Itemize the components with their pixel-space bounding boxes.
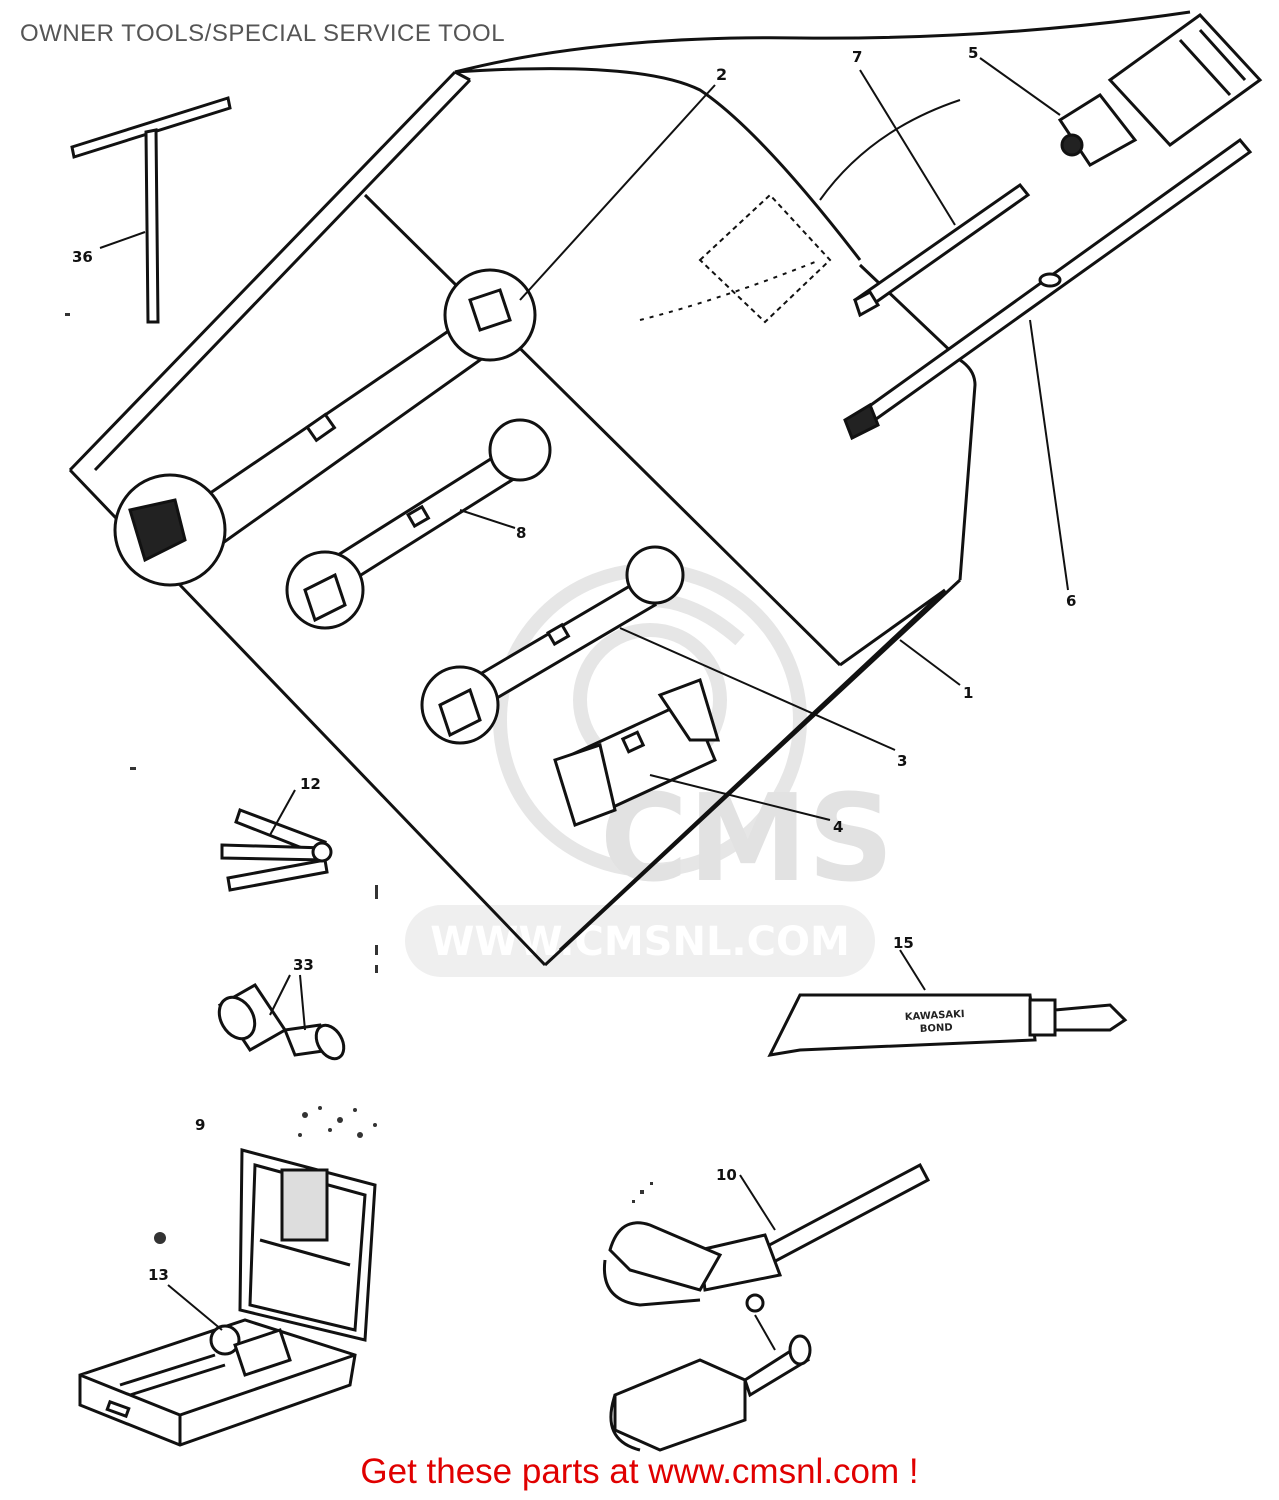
watermark-logo-text: CMS (600, 770, 894, 909)
callout-12: 12 (300, 775, 321, 793)
leader-33b (299, 974, 306, 1031)
bolt-adapter (217, 983, 346, 1061)
tube-brand-line2: BOND (920, 1022, 953, 1035)
plug-wrench (553, 678, 721, 827)
tube-brand-line1: KAWASAKI (905, 1009, 965, 1023)
callout-5: 5 (968, 44, 978, 62)
misc-marks (65, 313, 653, 1203)
large-wrench (113, 268, 537, 587)
leader-2 (519, 84, 716, 301)
feeler-gauge (220, 808, 333, 892)
callout-13: 13 (148, 1266, 169, 1284)
callout-4: 4 (833, 818, 843, 836)
bond-tube (767, 993, 1128, 1057)
callout-33: 33 (293, 956, 314, 974)
watermark-text: WWW.CMSNL.COM (430, 919, 850, 965)
clamp-holder (609, 1293, 812, 1452)
t-handle-wrench (70, 96, 232, 324)
leader-10 (739, 1174, 776, 1231)
callout-6: 6 (1066, 592, 1076, 610)
tool-bag (68, 10, 1191, 967)
leader-13 (167, 1284, 223, 1331)
callout-36: 36 (72, 248, 93, 266)
leader-7 (859, 69, 956, 226)
service-tool-case (78, 1148, 377, 1447)
leader-33a (269, 974, 291, 1016)
callout-2: 2 (716, 65, 727, 84)
leader-3 (619, 627, 896, 751)
hook-puller (602, 1162, 931, 1307)
callout-3: 3 (897, 752, 907, 770)
callout-15: 15 (893, 934, 914, 952)
watermark: CMS WWW.CMSNL.COM (405, 563, 894, 977)
leader-15 (899, 949, 926, 991)
watermark-banner (405, 905, 875, 977)
leader-5 (979, 57, 1061, 116)
cmsnl-link[interactable]: Get these parts at www.cmsnl.com ! (360, 1452, 919, 1491)
callout-7: 7 (852, 48, 862, 66)
leader-36 (99, 231, 146, 249)
leader-8 (459, 509, 516, 529)
case-speckle (154, 1106, 377, 1244)
callout-8: 8 (516, 524, 526, 542)
page-title: OWNER TOOLS/SPECIAL SERVICE TOOL (20, 20, 506, 47)
leader-12 (269, 789, 296, 836)
callout-9: 9 (195, 1116, 205, 1134)
screwdriver-handle (1057, 13, 1263, 167)
leader-clamp (754, 1314, 776, 1351)
leader-4 (649, 774, 831, 821)
medium-wrench (285, 418, 552, 630)
leader-6 (1029, 319, 1069, 591)
leader-1 (899, 639, 961, 686)
callout-10: 10 (716, 1166, 737, 1184)
screwdriver-short (853, 182, 1031, 318)
small-wrench (420, 545, 685, 745)
callout-1: 1 (963, 684, 973, 702)
screwdriver-long (843, 137, 1253, 441)
